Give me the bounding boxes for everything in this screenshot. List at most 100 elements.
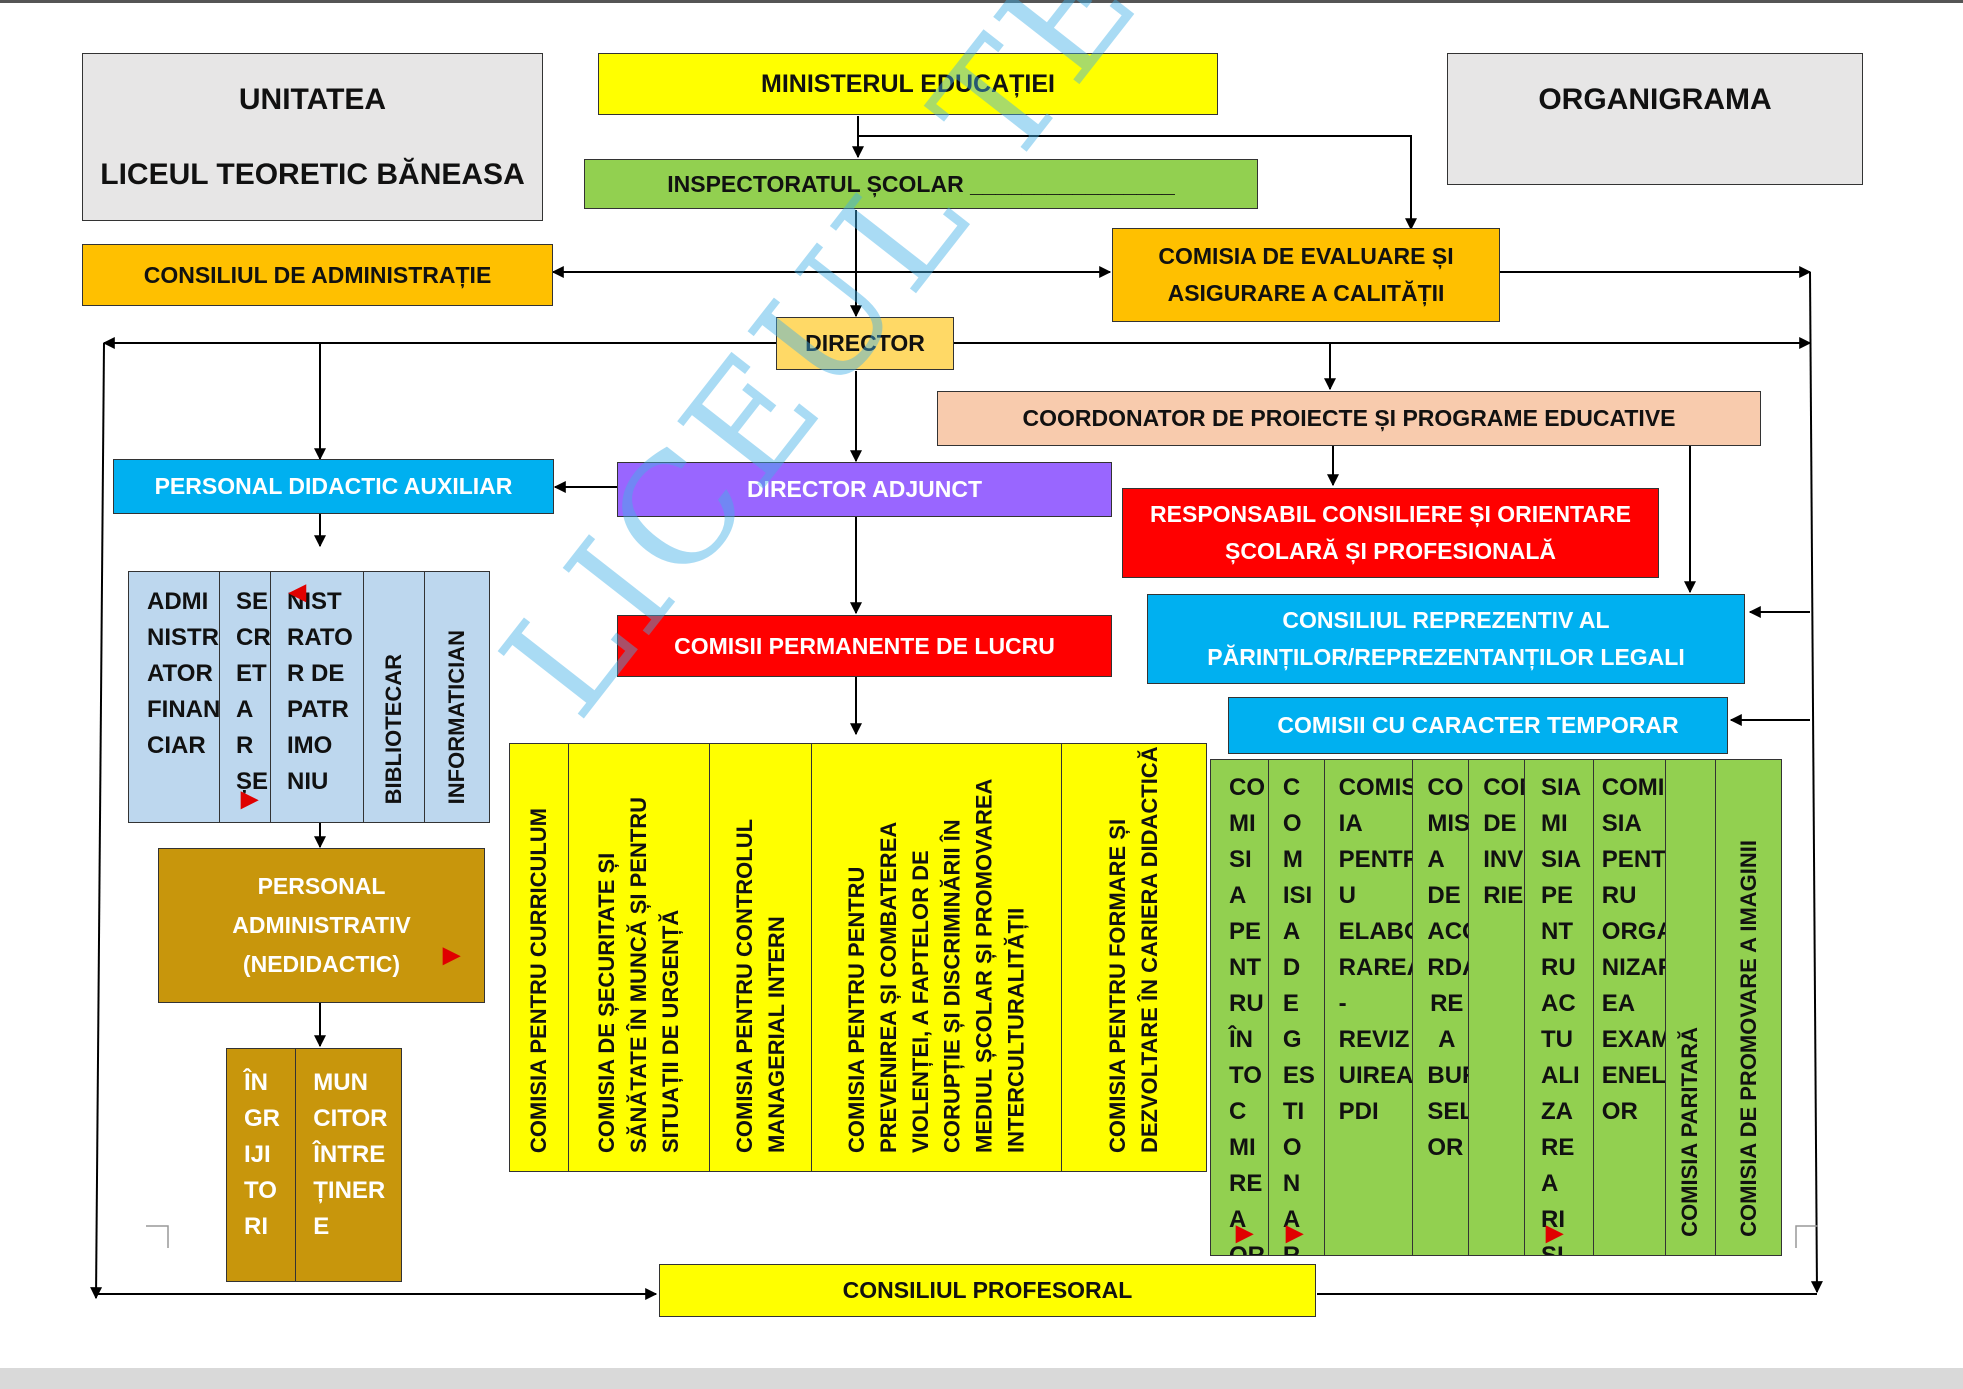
temporary-commission-7-l8: EXAM [1601, 1026, 1666, 1053]
ministerul-box: MINISTERUL EDUCAȚIEI [598, 53, 1218, 115]
comisia-evaluare-line2: ASIGURARE A CALITĂȚII [1167, 280, 1445, 306]
temporary-commission-1-l8: ÎN [1229, 1026, 1253, 1053]
temporary-commission-4-l1: CO [1427, 774, 1464, 801]
temporary-commission-6-l8: TU [1541, 1026, 1574, 1053]
temporary-commission-4-l8: BUR [1427, 1062, 1468, 1089]
temporary-commission-2-l1: C [1282, 774, 1301, 801]
responsabil-box: RESPONSABIL CONSILIERE ȘI ORIENTARE ȘCOL… [1122, 488, 1659, 578]
muncitor-l4: ȚINER [313, 1177, 386, 1204]
administrator-financiar-l1: ADMI [147, 588, 209, 615]
temporary-commission-8-label: COMISIA PARITARĂ [1677, 1027, 1703, 1237]
ingrijitori-l4: TO [244, 1177, 277, 1204]
arrow-ministerul-evaluare [858, 135, 1417, 231]
temporary-commission-3-l3: PENTR [1338, 846, 1414, 873]
temporary-commission-2-l13: A [1282, 1206, 1301, 1233]
red-marker-icon: ▶ [443, 942, 460, 967]
temporary-commission-6-l14: SI [1541, 1238, 1564, 1255]
corner-mark-left [146, 1225, 169, 1248]
permanent-commission-4: COMISIA PENTRU PENTRU PREVENIREA ȘI COMB… [812, 744, 1063, 1171]
permanent-commission-1-label: COMISIA PENTRU CURRICULUM [525, 807, 551, 1153]
unit-info-box: UNITATEA LICEUL TEORETIC BĂNEASA [82, 53, 543, 221]
red-marker-icon: ▶ [1286, 1220, 1303, 1245]
temporary-commission-8: COMISIA PARITARĂ [1666, 760, 1717, 1255]
temporary-commission-6: SIA MI SIA PE NT RU AC TU ALI ZA RE A RI… [1525, 760, 1594, 1255]
temporary-commission-4-l5: ACO [1427, 918, 1468, 945]
school-name: LICEUL TEORETIC BĂNEASA [100, 158, 525, 191]
temporary-commission-3-l1: COMIS [1338, 774, 1414, 801]
comisii-permanente-box: COMISII PERMANENTE DE LUCRU [617, 615, 1112, 677]
ministerul-label: MINISTERUL EDUCAȚIEI [761, 70, 1055, 98]
personal-didactic-auxiliar-label: PERSONAL DIDACTIC AUXILIAR [154, 473, 513, 500]
comisii-permanente-label: COMISII PERMANENTE DE LUCRU [674, 632, 1055, 659]
temporary-commission-1-l11: MI [1229, 1134, 1256, 1161]
bibliotecar-cell: BIBLIOTECAR [364, 572, 425, 822]
temporary-commission-3-l7: - [1338, 990, 1347, 1017]
administrator-financiar-l4: FINAN [147, 696, 220, 723]
temporary-commission-6-l9: ALI [1541, 1062, 1580, 1089]
permanent-commission-5: COMISIA PENTRU FORMARE ȘI DEZVOLTARE ÎN … [1062, 744, 1206, 1171]
consiliul-reprezentativ-box: CONSILIUL REPREZENTIV AL PĂRINȚILOR/REPR… [1147, 594, 1745, 684]
temporary-commission-1: CO MI SI A PE NT RU ÎN TO C MI RE A OR [1211, 760, 1269, 1255]
administrator-patrimoniu-l2: RATO [287, 624, 353, 651]
temporary-commission-6-l7: AC [1541, 990, 1576, 1017]
administrator-patrimoniu-l3: R DE [287, 660, 345, 687]
temporary-commission-2-l9: ES [1282, 1062, 1315, 1089]
temporary-commission-6-l6: RU [1541, 954, 1576, 981]
temporary-commission-4-l7: RE A [1430, 990, 1464, 1053]
consiliul-administratie-box: CONSILIUL DE ADMINISTRAȚIE [82, 244, 553, 306]
temporary-commission-7-l3: PENT [1601, 846, 1666, 873]
responsabil-line2: ȘCOLARĂ ȘI PROFESIONALĂ [1225, 538, 1556, 564]
secretar-l4: A [236, 696, 254, 723]
comisia-evaluare-line1: COMISIA DE EVALUARE ȘI [1158, 243, 1454, 270]
temporary-commission-4: CO MISI A DE ACO RDA RE A BUR SEL OR [1413, 760, 1470, 1255]
temporary-commission-1-l4: A [1229, 882, 1247, 909]
temporary-commission-2-l2: O [1282, 810, 1302, 837]
red-marker-icon: ◀ [289, 579, 306, 604]
permanent-commission-5-label: COMISIA PENTRU FORMARE ȘI DEZVOLTARE ÎN … [1105, 746, 1163, 1153]
secretar-l1: SE [236, 588, 269, 615]
temporary-commission-4-l3: A [1427, 846, 1445, 873]
temporary-commission-7-l7: EA [1601, 990, 1636, 1017]
comisii-temporare-box: COMISII CU CARACTER TEMPORAR [1228, 697, 1728, 754]
director-adjunct-box: DIRECTOR ADJUNCT [617, 462, 1112, 517]
red-marker-icon: ▶ [1546, 1220, 1563, 1245]
director-adjunct-label: DIRECTOR ADJUNCT [746, 476, 983, 503]
temporary-commission-4-l6: RDA [1427, 954, 1468, 981]
temporary-commission-1-l12: RE [1229, 1170, 1263, 1197]
temporary-commission-1-l3: SI [1229, 846, 1252, 873]
temporary-commission-1-l2: MI [1229, 810, 1256, 837]
temporary-commission-2-l14: R [1283, 1238, 1300, 1255]
personal-administrativ-line2: ADMINISTRATIV [232, 911, 411, 938]
red-marker-icon: ▶ [1236, 1220, 1253, 1245]
coordonator-box: COORDONATOR DE PROIECTE ȘI PROGRAME EDUC… [937, 391, 1761, 446]
temporary-commission-2-l12: N [1282, 1170, 1301, 1197]
temporary-commission-5-l4: RIERE [1483, 882, 1524, 909]
temporary-commission-2: C O M ISI A D E G ES TI O N A R [1269, 760, 1325, 1255]
temporary-commission-6-l13: RI [1541, 1206, 1566, 1233]
consiliul-reprezentativ-line2: PĂRINȚILOR/REPREZENTANȚILOR LEGALI [1207, 644, 1685, 670]
temporary-commission-1-l5: PE [1229, 918, 1262, 945]
secretar-l6: ȘE [236, 768, 269, 795]
temporary-commission-2-l10: TI [1282, 1098, 1305, 1125]
nedidactic-staff-grid: ÎN GR IJI TO RI MUN CITOR ÎNTRE ȚINER E [226, 1048, 402, 1282]
temporary-commission-3-l8: REVIZ [1338, 1026, 1410, 1053]
top-border-line [0, 0, 1963, 3]
temporary-commission-7-l4: RU [1601, 882, 1637, 909]
ingrijitori-l1: ÎN [244, 1069, 268, 1096]
director-box: DIRECTOR [776, 317, 954, 370]
temporary-commission-1-l14: OR [1229, 1238, 1265, 1255]
temporary-commission-9: COMISIA DE PROMOVARE A IMAGINII [1716, 760, 1781, 1255]
auxiliar-staff-grid: ADMI NISTR ATOR FINAN CIAR SE CR ET A R … [128, 571, 490, 823]
responsabil-line1: RESPONSABIL CONSILIERE ȘI ORIENTARE [1150, 501, 1631, 528]
permanent-commission-1: COMISIA PENTRU CURRICULUM [510, 744, 569, 1171]
right-rail [1809, 271, 1823, 1294]
temporary-commission-5-l3: INVE [1483, 846, 1524, 873]
temporary-commission-1-l7: RU [1229, 990, 1264, 1017]
ingrijitori-l5: RI [244, 1213, 268, 1240]
temporary-commission-7-l6: NIZAR [1601, 954, 1665, 981]
personal-administrativ-box: PERSONAL ADMINISTRATIV (NEDIDACTIC) [158, 848, 485, 1003]
temporary-commission-3-l9: UIREA [1338, 1062, 1414, 1089]
organigram-title: ORGANIGRAMA [1538, 83, 1772, 116]
